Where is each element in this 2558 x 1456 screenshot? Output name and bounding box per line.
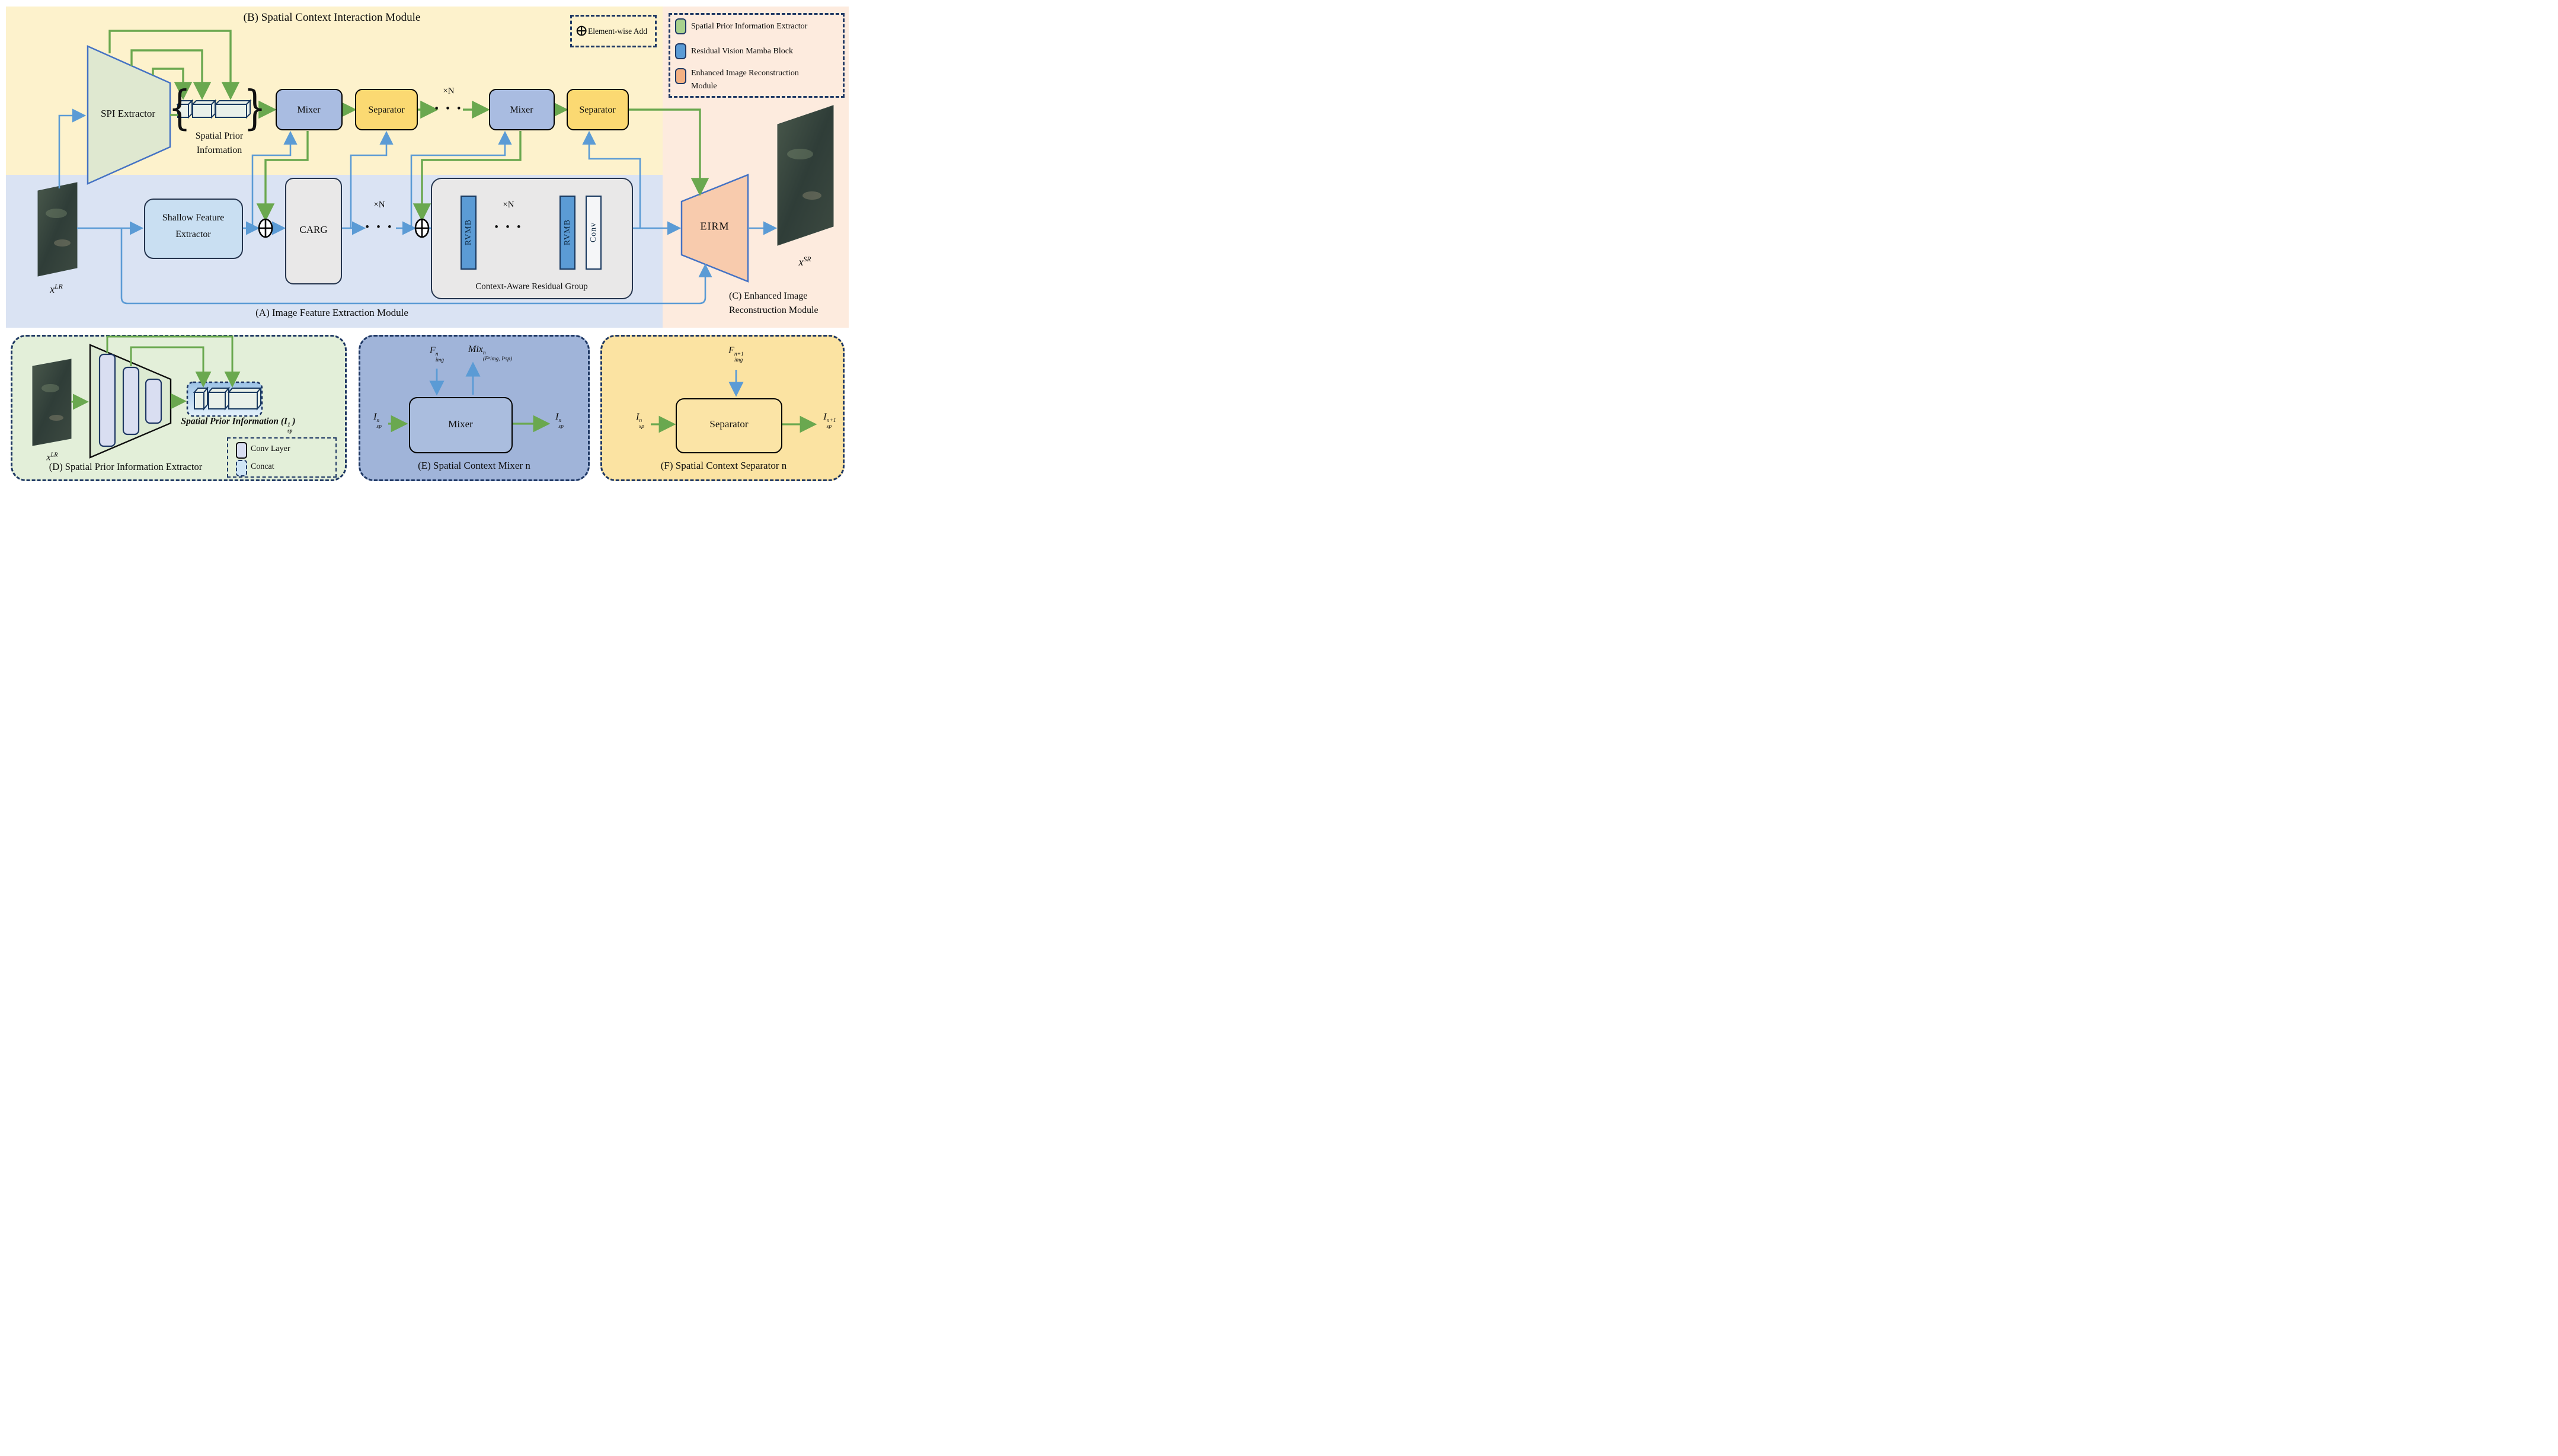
caption-a: (A) Image Feature Extraction Module [255,307,408,318]
x-lr-label: xLR [50,283,63,295]
title-b: (B) Spatial Context Interaction Module [243,11,421,24]
mixer2-label: Mixer [510,105,533,115]
conv-label: Conv [589,222,598,243]
panel-f-separator-box [676,398,782,453]
spatial-prior-cubes [176,99,252,119]
shallow-feature-box [144,199,243,259]
x-sr-image [777,105,834,246]
feed-separator1 [350,130,394,228]
legend-item-eirm-2: Module [691,82,717,91]
spatial-prior-label-1: Spatial Prior [195,131,244,141]
mix-drop-1 [256,131,309,222]
separator1-box [355,89,418,130]
caption-c-1: (C) Enhanced Image [729,291,808,301]
right-brace: } [244,80,266,135]
carg-label: CARG [299,224,328,235]
panel-f-separator-label: Separator [709,418,749,430]
xn-a1-label: ×N [373,200,385,210]
spi-extractor-trapezoid [87,45,171,185]
mixer2-box [489,89,555,130]
feed-separator2 [582,130,641,228]
panel-e-caption: (E) Spatial Context Mixer n [418,460,530,471]
eirm-label: EIRM [700,220,730,232]
feed-mixer2 [410,130,512,228]
panel-d-conv-bars [98,353,162,447]
mix-drop-2 [413,131,522,222]
shallow-label-1: Shallow Feature [162,213,225,223]
skip-connection-xlr-eirm [120,228,712,305]
caption-c-2: Reconstruction Module [729,305,818,315]
shallow-label-2: Extractor [175,229,211,239]
rvmb2-label: RVMB [563,219,572,246]
x-sr-label: xSR [798,255,811,268]
architecture-figure: { } (B) Spatial Context Interaction Modu… [0,0,853,485]
add-symbol-legend-glyph: ⊕ [574,21,589,40]
spi-loop-middle [130,49,212,100]
dots-a2: • • • [494,223,523,232]
legend-swatch-convlayer [236,442,247,459]
rvmb1-bar [461,196,477,270]
conv-bar [586,196,602,270]
green-flow-arrows [108,30,709,222]
panel-f-separator [600,335,845,481]
dots-a1: • • • [364,223,394,232]
d-loop-2 [130,346,212,388]
separator2-box [567,89,629,130]
add-legend-label: Element-wise Add [587,27,648,36]
carg-group-label: Context-Aware Residual Group [475,281,588,292]
carg-box [285,178,342,284]
mixer1-label: Mixer [297,105,321,115]
add-1 [258,218,273,238]
x-lr-image [37,182,78,277]
xn-a2-label: ×N [503,200,514,210]
module-color-legend [669,13,845,98]
legend-swatch-concat [236,460,247,476]
panel-d-xlr-label: xLR [46,452,58,463]
panel-d-legend [227,437,337,478]
separator2-label: Separator [579,105,616,115]
feed-mixer1 [251,130,298,228]
legend-item-spi: Spatial Prior Information Extractor [691,22,808,31]
panel-e-mixer-box [409,397,513,453]
left-brace: { [168,80,191,135]
separator1-label: Separator [368,105,405,115]
add-2 [414,218,430,238]
panel-d-cubes [193,386,263,411]
rvmb2-bar [559,196,575,270]
arrow-separator2-eirm [629,108,709,196]
panel-d-xlr-image [32,359,72,446]
panel-f-caption: (F) Spatial Context Separator n [660,460,787,471]
elementwise-add-legend [570,15,657,47]
legend-item-rvmb: Residual Vision Mamba Block [691,47,793,56]
panel-d-legend-concat: Concat [251,462,274,471]
spi-loop-inner [152,68,193,100]
spatial-prior-label-2: Information [196,145,242,155]
panel-d-spi-extractor [11,335,347,481]
spi-extractor-label: SPI Extractor [100,108,156,119]
panel-e-arrows [388,361,551,433]
diagram-shapes [32,30,834,459]
legend-item-eirm-1: Enhanced Image Reconstruction [691,69,799,78]
d-loop-1 [106,335,241,388]
spi-loop-outer [108,30,240,100]
rvmb1-label: RVMB [464,219,473,246]
panel-d-caption: (D) Spatial Prior Information Extractor [49,461,203,472]
xlr-to-spi [58,108,87,188]
xn-b-label: ×N [443,86,455,96]
panel-d-legend-conv: Conv Layer [251,444,290,453]
panel-d-arrows [71,335,241,410]
panel-e-mixer-label: Mixer [448,418,473,430]
panel-f-arrows [651,370,817,433]
mixer1-box [276,89,343,130]
dots-b: • • • [434,104,463,114]
eirm-trapezoid [680,174,749,283]
